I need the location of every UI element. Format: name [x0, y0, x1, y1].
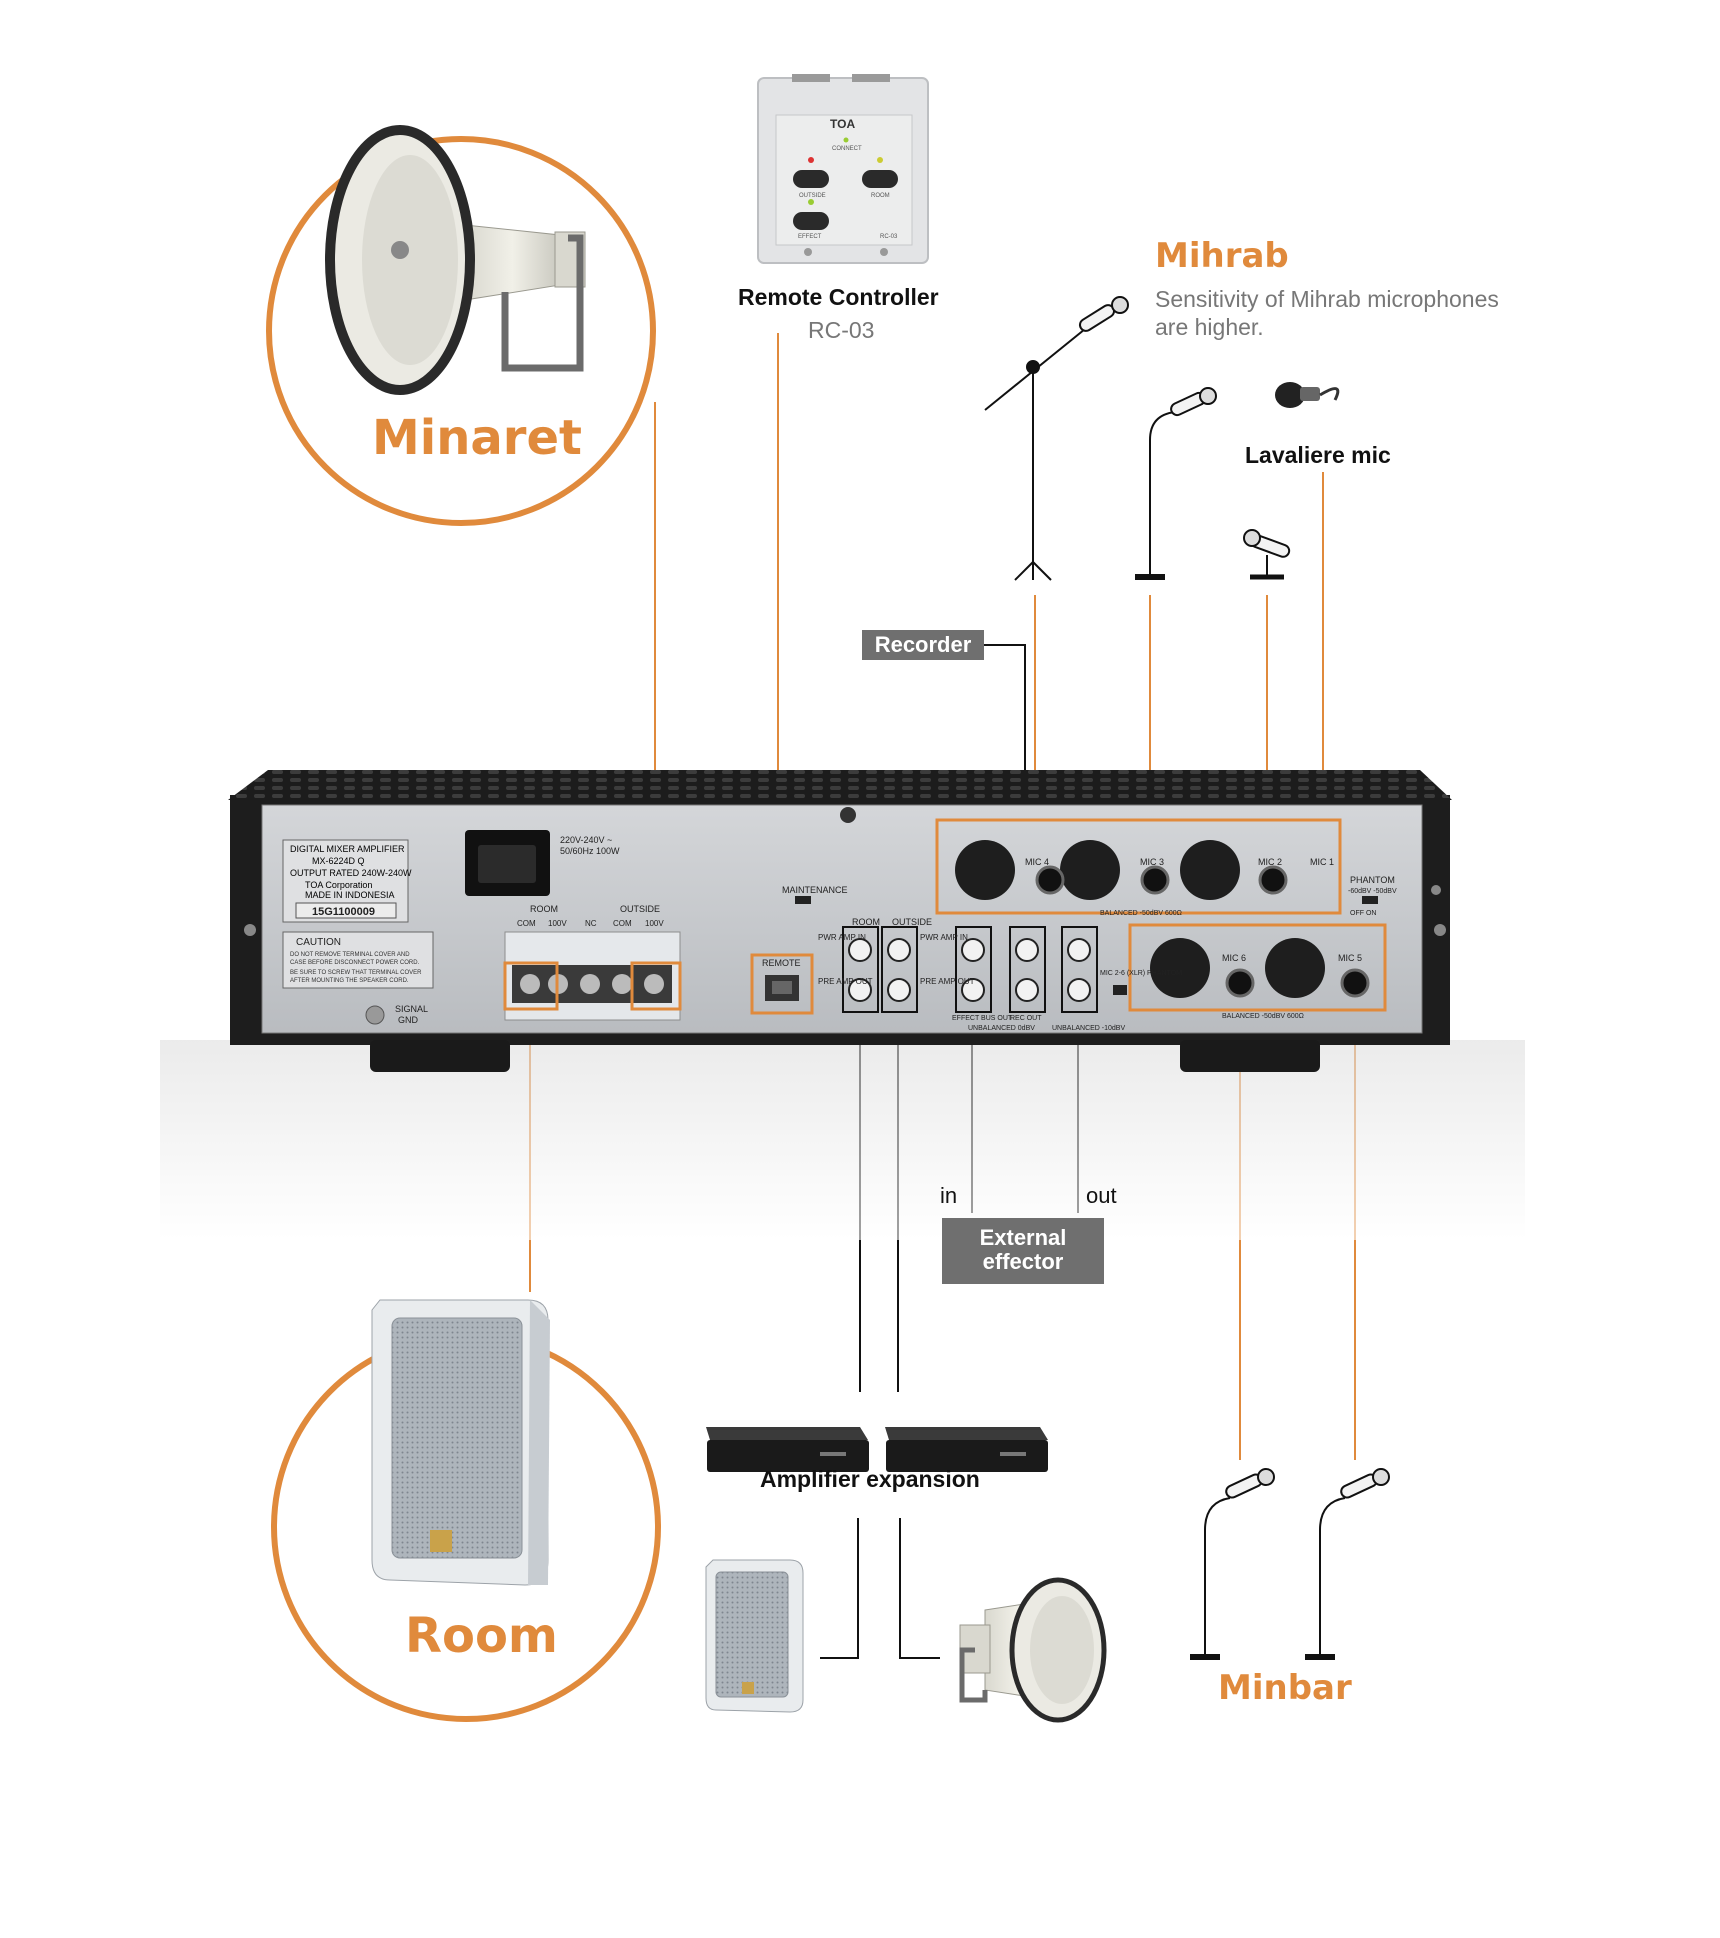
caution-line4: AFTER MOUNTING THE SPEAKER CORD.	[290, 978, 409, 984]
pwr-amp-in-2: PWR AMP IN	[920, 933, 968, 942]
outside-io-label: OUTSIDE	[892, 917, 932, 927]
phantom-label: PHANTOM	[1350, 875, 1395, 885]
mic1-4-inputs-highlight	[935, 818, 1342, 915]
signal-gnd-label1: SIGNAL	[395, 1004, 428, 1014]
caution-line2: CASE BEFORE DISCONNECT POWER CORD.	[290, 960, 420, 966]
signal-gnd-label2: GND	[398, 1015, 419, 1025]
minbar-gooseneck-mic-2	[1305, 1468, 1390, 1660]
minaret-title: Minaret	[372, 410, 582, 466]
speaker-terminal-screws	[512, 965, 672, 1003]
terminal-100v1: 100V	[548, 919, 567, 928]
room-title: Room	[405, 1608, 558, 1664]
terminal-outside-label: OUTSIDE	[620, 904, 660, 914]
nameplate-line1: DIGITAL MIXER AMPLIFIER	[290, 844, 405, 854]
external-effector-line1: External	[979, 1225, 1067, 1250]
outside-terminal-highlight	[630, 961, 682, 1011]
expansion-horn-line	[899, 1518, 940, 1659]
rca-jack-groups	[842, 926, 1098, 1013]
remote-brand-text: TOA	[830, 117, 855, 131]
lavaliere-mic-label: Lavaliere mic	[1245, 442, 1391, 468]
pre-amp-out-2: PRE AMP OUT	[920, 977, 975, 986]
amplifier-expansion-unit-1	[706, 1427, 869, 1472]
external-effector-line2: effector	[982, 1249, 1064, 1274]
effector-in-label: in	[940, 1183, 958, 1208]
remote-model-text: RC-03	[880, 234, 898, 240]
pwr-amp-in-1: PWR AMP IN	[818, 933, 866, 942]
terminal-com1: COM	[517, 919, 536, 928]
phantom-off-on-label: OFF ON	[1350, 910, 1376, 917]
unbalanced-0dbv-label: UNBALANCED 0dBV	[968, 1025, 1035, 1032]
remote-port-label: REMOTE	[762, 958, 801, 968]
boom-mic-stand-icon	[984, 296, 1129, 581]
serial-number: 15G1100009	[312, 906, 375, 918]
caution-line1: DO NOT REMOVE TERMINAL COVER AND	[290, 952, 410, 958]
remote-outside-text: OUTSIDE	[799, 193, 826, 199]
lavaliere-mic-icon	[1275, 382, 1340, 408]
power-rating-line2: 50/60Hz 100W	[560, 846, 620, 856]
effect-bus-out-label: EFFECT BUS OUT	[952, 1015, 1013, 1022]
nameplate-line2: MX-6224D Q	[312, 856, 365, 866]
wall-speaker-icon	[371, 1299, 550, 1586]
rca-jacks	[848, 938, 1091, 1002]
nameplate-line3: OUTPUT RATED 240W-240W	[290, 868, 412, 878]
balanced-note-upper: BALANCED -50dBV 600Ω	[1100, 910, 1182, 917]
caution-title: CAUTION	[296, 937, 341, 948]
xlr-inputs-upper	[955, 840, 1288, 900]
external-effector-box: External effector	[942, 1218, 1104, 1284]
effector-out-label: out	[1086, 1183, 1117, 1208]
minaret-zone-circle	[266, 136, 656, 526]
mic1-label: MIC 1	[1310, 857, 1334, 867]
nameplate-line4: TOA Corporation	[305, 880, 372, 890]
desk-mic-icon	[1243, 529, 1291, 580]
minbar-gooseneck-mic-1	[1190, 1468, 1275, 1660]
nameplate-line5: MADE IN INDONESIA	[305, 890, 395, 900]
caution-line3: BE SURE TO SCREW THAT TERMINAL COVER	[290, 970, 422, 976]
amplifier-expansion-label: Amplifier expansion	[760, 1466, 980, 1492]
terminal-room-label: ROOM	[530, 904, 558, 914]
mic6-label: MIC 6	[1222, 953, 1246, 963]
small-horn-speaker-icon	[959, 1577, 1107, 1723]
remote-controller-title: Remote Controller	[738, 284, 939, 310]
minbar-title: Minbar	[1218, 1668, 1352, 1708]
remote-room-text: ROOM	[871, 193, 890, 199]
mic3-label: MIC 3	[1140, 857, 1164, 867]
mihrab-note-line2: are higher.	[1155, 314, 1264, 340]
power-rating-line1: 220V-240V ~	[560, 835, 612, 845]
mic5-6-inputs-highlight	[1128, 923, 1387, 1012]
mihrab-title: Mihrab	[1155, 236, 1289, 276]
remote-port-highlight	[750, 953, 814, 1015]
mic26-phantom-label: MIC 2-6 (XLR) PHANTOM	[1100, 970, 1182, 977]
mic5-label: MIC 5	[1338, 953, 1362, 963]
remote-controller-panel: TOA CONNECT OUTSIDE ROOM EFFECT RC-03	[757, 74, 929, 264]
horn-speaker-icon	[325, 125, 586, 395]
room-terminal-highlight	[503, 961, 559, 1011]
terminal-com2: COM	[613, 919, 632, 928]
expansion-room-speaker-line	[820, 1518, 859, 1659]
rec-out-label: REC OUT	[1010, 1015, 1042, 1022]
small-wall-speaker-icon	[705, 1559, 804, 1713]
remote-connect-text: CONNECT	[832, 146, 862, 152]
gooseneck-mic-icon	[1135, 387, 1217, 580]
terminal-100v2: 100V	[645, 919, 664, 928]
mic2-label: MIC 2	[1258, 857, 1282, 867]
recorder-label: Recorder	[862, 630, 984, 660]
remote-model-label: RC-03	[808, 317, 875, 343]
room-io-label: ROOM	[852, 917, 880, 927]
amplifier-expansion-unit-2	[885, 1427, 1048, 1472]
xlr-inputs-lower	[1150, 938, 1370, 998]
mic4-label: MIC 4	[1025, 857, 1049, 867]
phantom-levels-label: -60dBV -50dBV	[1348, 888, 1397, 895]
unbalanced-10dbv-label: UNBALANCED -10dBV	[1052, 1025, 1125, 1032]
remote-effect-text: EFFECT	[798, 234, 822, 240]
mixer-amplifier-rear-panel: DIGITAL MIXER AMPLIFIER MX-6224D Q OUTPU…	[160, 770, 1525, 1240]
maintenance-label: MAINTENANCE	[782, 885, 848, 895]
balanced-note-lower: BALANCED -50dBV 600Ω	[1222, 1013, 1304, 1020]
terminal-nc: NC	[585, 919, 597, 928]
mihrab-note-line1: Sensitivity of Mihrab microphones	[1155, 286, 1499, 312]
pre-amp-out-1: PRE AMP OUT	[818, 977, 873, 986]
